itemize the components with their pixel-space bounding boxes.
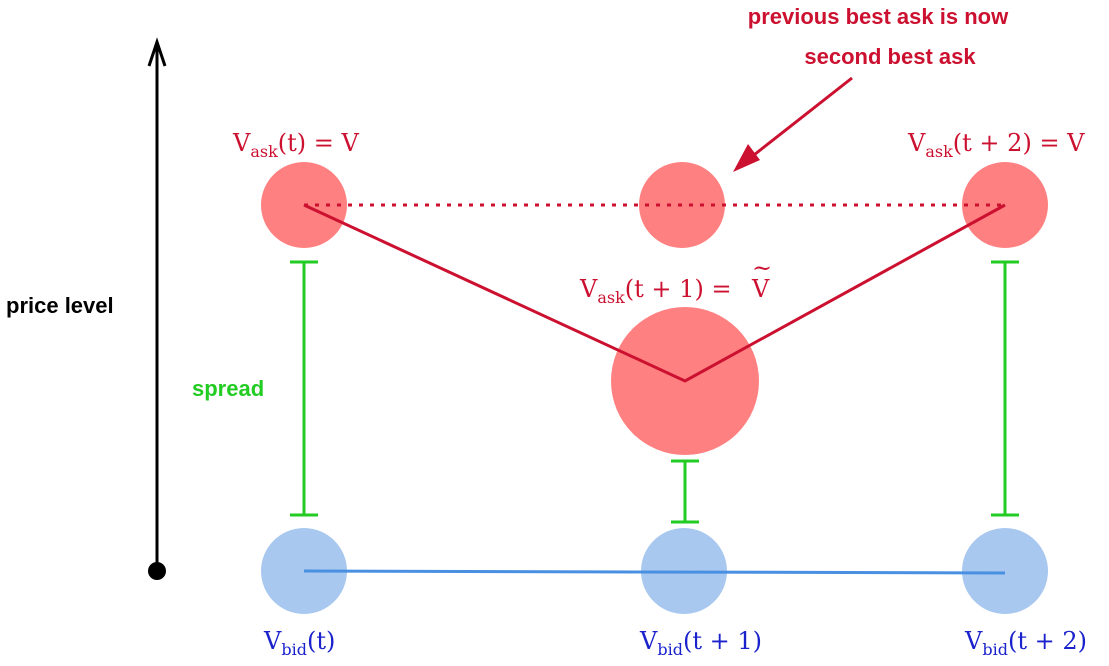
ask-label-t1-tilde: ~ xyxy=(752,254,772,282)
annotation-line-2: second best ask xyxy=(804,44,976,69)
ask-label-t: Vask(t) = V xyxy=(232,129,360,161)
bid-label-t1: Vbid(t + 1) xyxy=(639,627,762,659)
bid-circle-t2 xyxy=(962,528,1048,614)
bid-label-t: Vbid(t) xyxy=(263,627,335,659)
annotation-line-1: previous best ask is now xyxy=(748,4,1009,29)
price-axis-origin-dot xyxy=(148,562,166,580)
ask-label-t1: Vask(t + 1) = xyxy=(579,275,732,307)
spread-bar-t2 xyxy=(991,260,1019,517)
price-level-label: price level xyxy=(6,293,114,318)
ask-path xyxy=(303,203,1006,383)
bid-label-t2: Vbid(t + 2) xyxy=(964,627,1087,659)
bid-path xyxy=(303,569,1006,575)
spread-bar-t xyxy=(290,260,318,517)
annotation-arrow xyxy=(733,76,853,172)
spread-bar-t1 xyxy=(671,459,699,524)
spread-label: spread xyxy=(192,376,264,401)
ask-label-t1-rhs: V xyxy=(751,275,770,303)
ask-label-t2: Vask(t + 2) = V xyxy=(907,129,1085,161)
price-axis-arrowhead xyxy=(147,37,167,67)
